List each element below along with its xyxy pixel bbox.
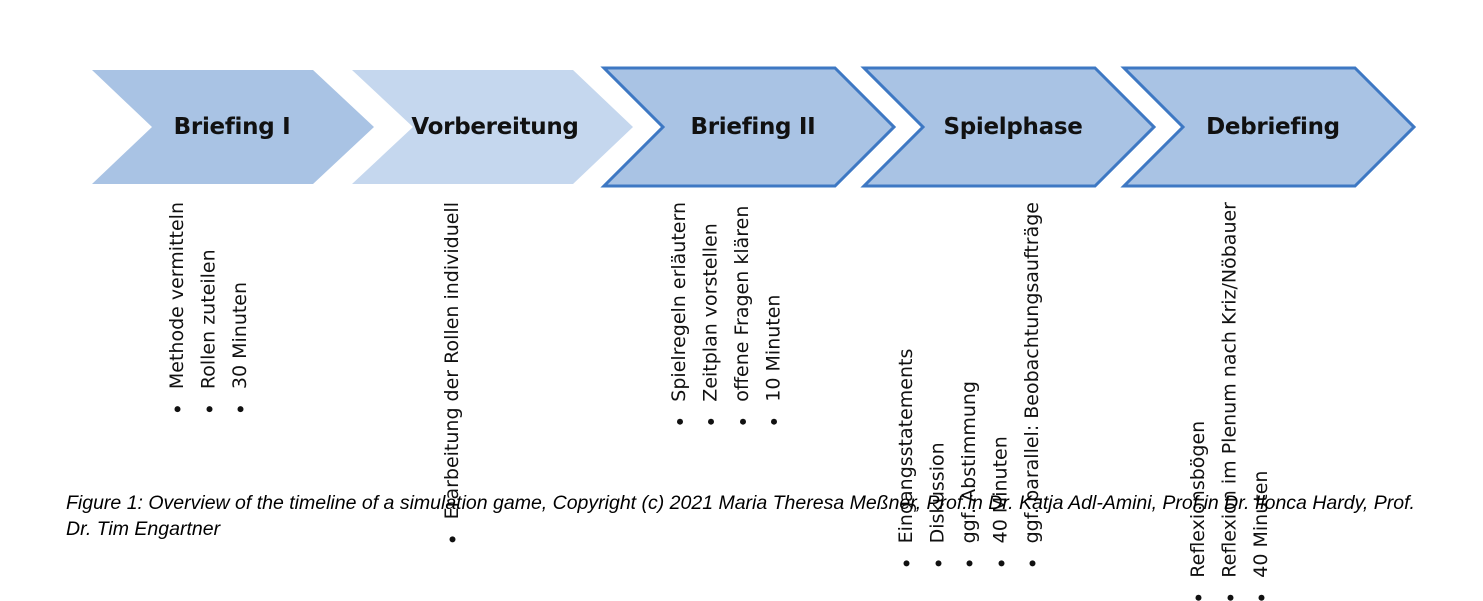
bullet-item: 30 Minuten [225, 202, 257, 412]
stage-title-vorbereitung: Vorbereitung [411, 114, 579, 140]
stage-title-briefing-2: Briefing II [690, 114, 816, 140]
bullet-item: 10 Minuten [759, 202, 791, 425]
bullet-item: Rollen zuteilen [194, 202, 226, 412]
stage-chevron-vorbereitung [352, 70, 633, 184]
stage-title-spielphase: Spielphase [943, 114, 1083, 140]
stage-chevron-spielphase [860, 66, 1157, 188]
stage-title-debriefing: Debriefing [1206, 114, 1340, 140]
stage-chevron-briefing-2 [600, 66, 897, 188]
figure-caption: Figure 1: Overview of the timeline of a … [66, 492, 1415, 540]
stage-chevron-debriefing [1120, 66, 1417, 188]
bullet-item: Spielregeln erläutern [664, 202, 696, 425]
bullet-item: offene Fragen klären [727, 202, 759, 425]
timeline-chevrons [92, 66, 1417, 188]
bullet-item: Zeitplan vorstellen [696, 202, 728, 425]
stage-chevron-briefing-1 [92, 70, 374, 184]
stage-title-briefing-1: Briefing I [173, 114, 291, 140]
bullet-item: Methode vermitteln [162, 202, 194, 412]
